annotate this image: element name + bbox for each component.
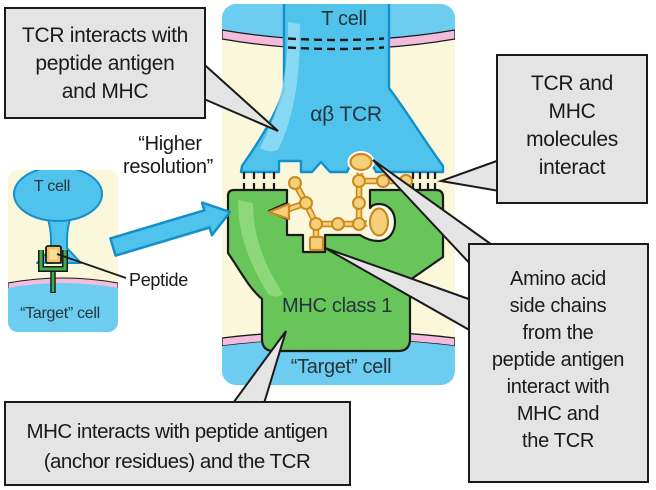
peptide-pointer-line [56, 253, 127, 279]
inset-t-cell-body [13, 170, 103, 222]
peptide-bead [352, 174, 366, 188]
side-chain-triangle [267, 202, 291, 221]
peptide-bead [352, 217, 366, 231]
main-t-cell-label: T cell [321, 8, 367, 30]
callout-line: peptide antigen [35, 52, 174, 75]
callout-tcr-interacts: TCR interacts with peptide antigen and M… [4, 7, 279, 132]
callout-line: MHC and [517, 403, 599, 425]
peptide-label: Peptide [129, 270, 188, 290]
anchor-residue-square [308, 235, 325, 252]
callout-box [4, 7, 206, 119]
callout-line: TCR interacts with [22, 24, 188, 47]
higher-resolution-label-line2: resolution” [123, 156, 213, 178]
callout-line: side chains [510, 295, 607, 317]
tcr-contact-residue-oval [349, 152, 373, 172]
callout-line: the TCR [522, 430, 594, 452]
inset-panel: T cell “Target” cell [8, 170, 118, 332]
callout-line: and MHC [62, 80, 149, 103]
mhc-shape [226, 188, 445, 353]
zoom-arrow [109, 201, 232, 257]
peptide-bead [331, 217, 345, 231]
callout-line: interact [539, 156, 606, 179]
mhc-highlight [238, 200, 283, 297]
callout-tcr-mhc-interact: TCR and MHC molecules interact [437, 54, 648, 204]
callout-line: MHC interacts with peptide antigen [27, 420, 328, 443]
callout-box [496, 54, 648, 204]
mhc-pocket-residue-oval [368, 207, 390, 237]
higher-resolution-label-line1: “Higher [138, 133, 202, 155]
peptide-bead [376, 174, 390, 188]
callout-mhc-interacts: MHC interacts with peptide antigen (anch… [4, 330, 351, 486]
ab-tcr-label: αβ TCR [310, 103, 382, 126]
callout-line: peptide antigen [492, 349, 624, 371]
peptide-bead [299, 196, 313, 210]
callout-line: from the [523, 322, 594, 344]
callout-box [468, 243, 649, 483]
interaction-dashes [242, 172, 437, 190]
callout-amino-acid: Amino acid side chains from the peptide … [324, 159, 649, 483]
callout-line: MHC [549, 100, 596, 123]
callout-line: TCR and [531, 72, 613, 95]
callout-line: molecules [526, 128, 618, 151]
peptide-bead [352, 196, 366, 210]
callout-box [4, 401, 351, 486]
inset-peptide-highlight [49, 249, 58, 260]
tcr-highlight [260, 22, 300, 152]
peptide-bead [309, 217, 323, 231]
inset-target-cell-label: “Target” cell [20, 305, 100, 322]
callout-line: Amino acid [510, 268, 606, 290]
peptide-bead [288, 176, 302, 190]
callout-line: (anchor residues) and the TCR [44, 450, 311, 473]
inset-target-cell-region [8, 283, 118, 332]
main-target-cell-label: “Target” cell [291, 356, 392, 378]
callout-line: interact with [507, 376, 610, 398]
inset-t-cell-label: T cell [34, 178, 70, 195]
inset-mhc-bracket [39, 250, 67, 271]
peptide-chain [267, 151, 413, 252]
mhc-class-1-label: MHC class 1 [282, 295, 392, 317]
